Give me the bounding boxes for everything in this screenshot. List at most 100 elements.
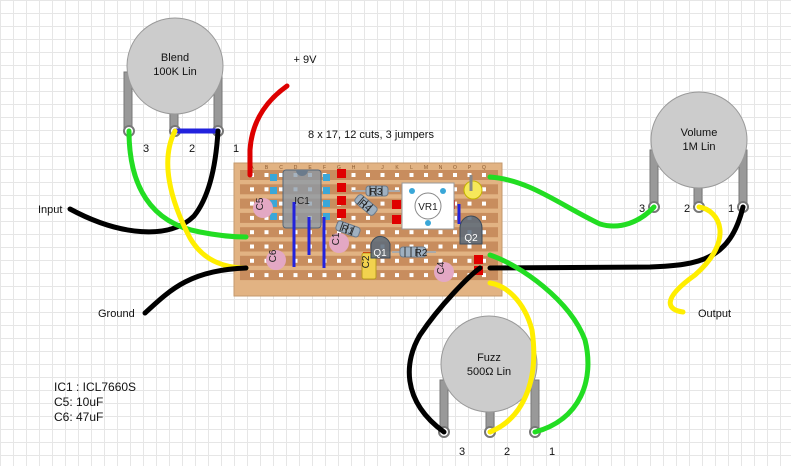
r2-resistor: R2 <box>392 246 436 259</box>
q2-transistor: Q2 <box>459 215 483 245</box>
board-hole <box>482 258 486 263</box>
track-cut <box>337 209 346 218</box>
c5-label: C5 <box>255 197 266 210</box>
board-hole <box>322 273 327 278</box>
board-hole <box>366 215 370 220</box>
volume-pot-value: 1M Lin <box>682 141 715 153</box>
legend-line-c6: C6: 47uF <box>54 410 104 424</box>
board-hole <box>482 230 486 235</box>
column-letter: K <box>395 165 399 171</box>
fuzz-pin-3: 3 <box>459 446 465 458</box>
board-hole <box>380 258 385 263</box>
fuzz-yellow-wire <box>487 280 537 435</box>
track-cut <box>337 196 346 205</box>
board-hole <box>453 173 457 177</box>
ground-label: Ground <box>98 308 135 320</box>
vr1-label: VR1 <box>418 202 438 213</box>
vr1-trimmer: VR1 <box>401 182 455 230</box>
board-hole <box>279 187 283 192</box>
board-hole <box>409 173 414 177</box>
board-hole <box>424 244 428 249</box>
board-hole <box>438 244 443 249</box>
volume-pot-name: Volume <box>681 127 718 139</box>
c4-capacitor: C4 <box>434 261 454 282</box>
board-hole <box>351 258 356 263</box>
column-letter: C <box>279 165 283 171</box>
board-hole <box>293 273 298 278</box>
board-hole <box>482 201 486 206</box>
column-letter: O <box>453 165 457 171</box>
input-wire <box>67 128 221 235</box>
board-hole <box>482 215 486 220</box>
column-letter: L <box>410 165 413 171</box>
fuzz-black-wire <box>406 265 483 435</box>
board-hole <box>395 273 399 278</box>
wires <box>67 83 746 435</box>
board-hole <box>482 273 486 278</box>
c6-capacitor: C6 <box>266 249 286 270</box>
column-letter: B <box>265 165 269 171</box>
volume-pin-1: 1 <box>728 203 734 215</box>
ground-wire <box>142 265 249 316</box>
r1-resistor: R1 <box>335 220 361 238</box>
blend-pot-value: 100K Lin <box>153 66 196 78</box>
board-hole <box>279 244 283 249</box>
track-cut <box>337 169 346 178</box>
volume-pin-3: 3 <box>639 203 645 215</box>
jumpers <box>292 202 461 268</box>
board-hole <box>264 230 269 235</box>
board-hole <box>351 273 356 278</box>
r3-label: R3 <box>370 187 383 198</box>
fuzz-green-wire <box>487 252 591 435</box>
board-hole <box>467 201 472 206</box>
blend-pin-3: 3 <box>143 143 149 155</box>
board-hole <box>482 187 486 192</box>
board-hole <box>351 244 356 249</box>
board-hole <box>453 258 457 263</box>
c4-label: C4 <box>436 261 447 274</box>
board-hole <box>308 258 312 263</box>
board-hole <box>279 230 283 235</box>
board-hole <box>351 201 356 206</box>
column-letter: J <box>381 165 384 171</box>
board-hole <box>395 230 399 235</box>
board-hole <box>380 230 385 235</box>
r1-label: R1 <box>340 223 356 238</box>
board-hole <box>264 187 269 192</box>
board-hole <box>438 173 443 177</box>
supply-label: + 9V <box>294 54 318 66</box>
board-hole <box>264 244 269 249</box>
board-hole <box>250 201 254 206</box>
board-hole <box>366 230 370 235</box>
column-letter: Q <box>482 165 486 171</box>
board-hole <box>453 244 457 249</box>
board-hole <box>409 230 414 235</box>
output-label: Output <box>698 308 731 320</box>
volume-pin-2: 2 <box>684 203 690 215</box>
board-hole <box>438 258 443 263</box>
board-hole <box>366 244 370 249</box>
component-legend: IC1 : ICL7660S C5: 10uF C6: 47uF <box>54 380 136 425</box>
board-hole <box>467 258 472 263</box>
legend-line-c5: C5: 10uF <box>54 395 104 409</box>
r3-resistor: R3 <box>352 185 400 198</box>
board-hole <box>351 215 356 220</box>
board-hole <box>279 215 283 220</box>
board-hole <box>453 273 457 278</box>
board-hole <box>424 273 428 278</box>
ic1-label: IC1 <box>294 196 310 207</box>
board-hole <box>366 173 370 177</box>
track-cut <box>337 183 346 192</box>
ic1: IC1 <box>282 169 322 229</box>
q1-label: Q1 <box>373 248 387 259</box>
board-hole <box>264 273 269 278</box>
board-wire-pad <box>463 180 483 200</box>
volume-pot: Volume 1M Lin 3 2 1 <box>639 91 749 215</box>
board-hole <box>264 215 269 220</box>
legend-line-ic1: IC1 : ICL7660S <box>54 380 137 394</box>
board-hole <box>380 201 385 206</box>
fuzz-pin-2: 2 <box>504 446 510 458</box>
column-letter: G <box>337 165 341 171</box>
board-hole <box>337 273 341 278</box>
